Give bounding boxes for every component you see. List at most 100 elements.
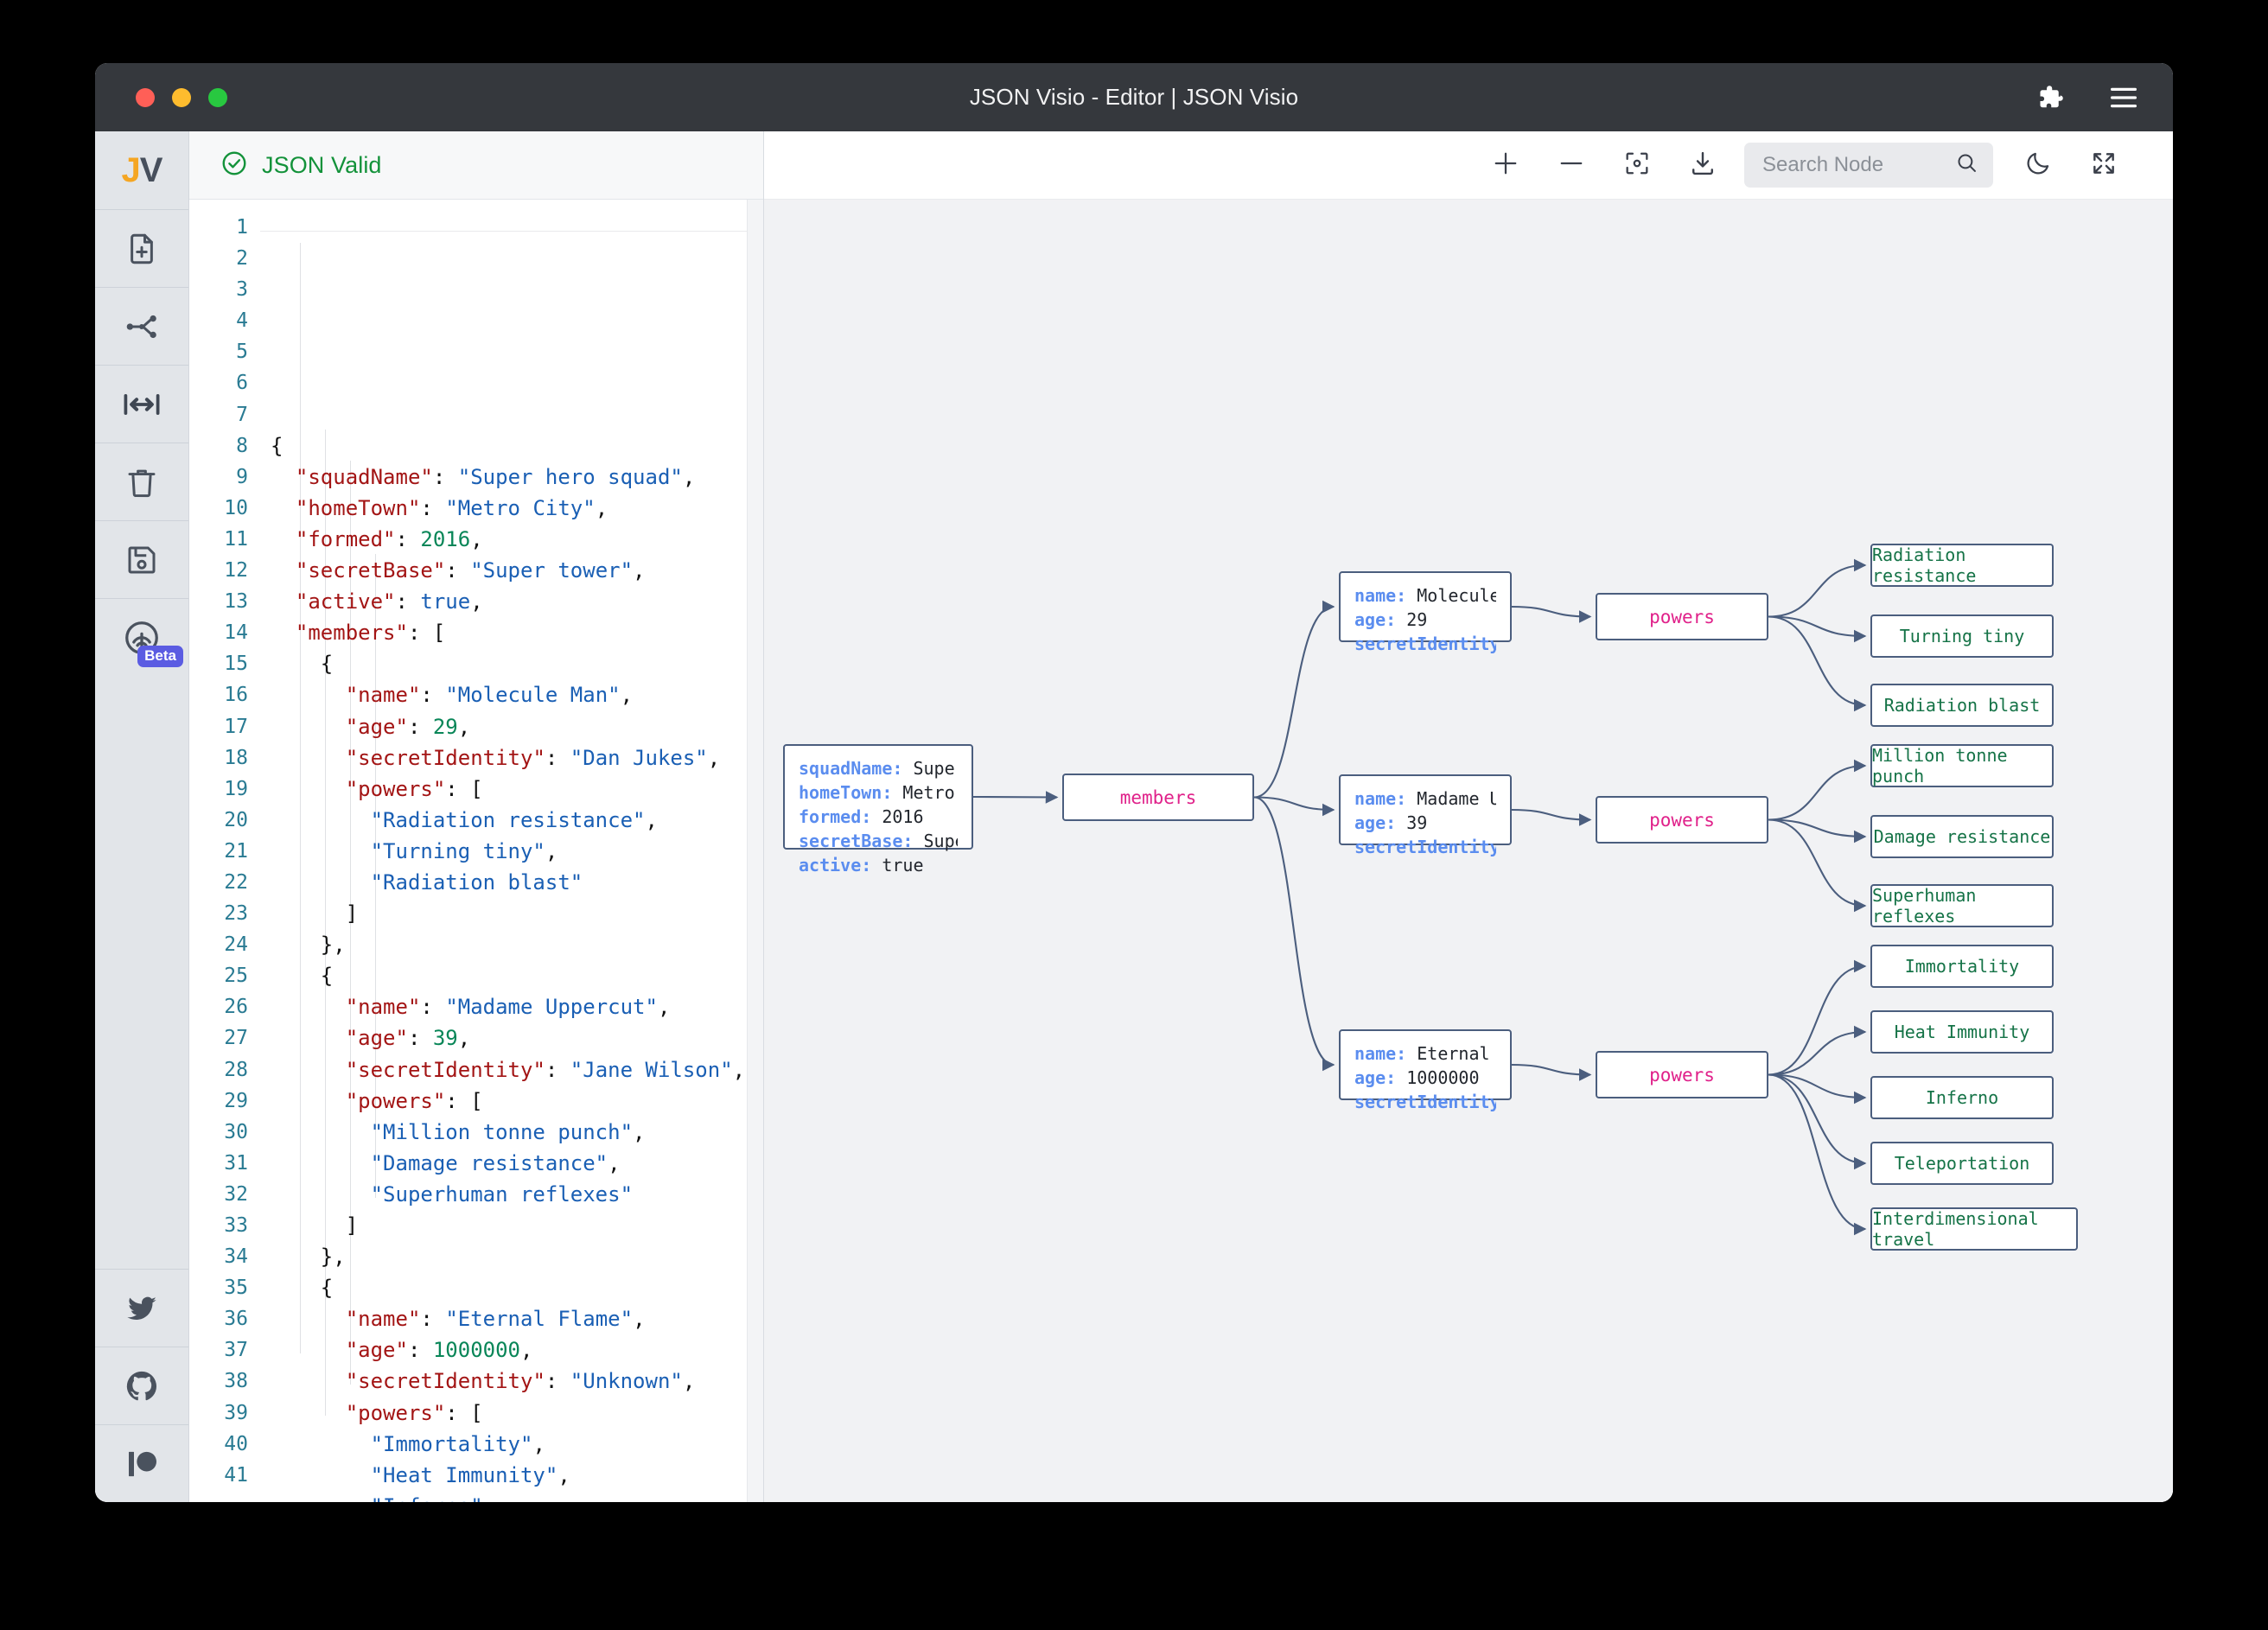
line-number: 11	[224, 527, 248, 551]
graph-edge	[1768, 818, 1867, 844]
node-label: powers	[1649, 1064, 1715, 1086]
sidebar-item-fit-width[interactable]	[95, 365, 188, 443]
graph-node-members[interactable]: members	[1062, 774, 1254, 821]
sidebar-item-twitter[interactable]	[95, 1269, 188, 1347]
line-number: 22	[224, 870, 248, 894]
graph-node-leaf[interactable]: Radiation resistance	[1870, 544, 2054, 587]
line-number: 31	[224, 1151, 248, 1175]
node-row-key: age:	[1354, 1067, 1407, 1088]
window-title: JSON Visio - Editor | JSON Visio	[969, 84, 1299, 110]
code-line: "age": 39,	[345, 1026, 471, 1051]
zoom-out-button[interactable]	[1539, 139, 1604, 191]
node-row: active: true	[799, 853, 958, 877]
json-valid-label: JSON Valid	[262, 151, 382, 178]
code-line: },	[271, 933, 346, 958]
node-label: Heat Immunity	[1894, 1022, 2030, 1042]
line-number: 34	[224, 1245, 248, 1269]
node-label: powers	[1649, 809, 1715, 831]
graph-node-leaf[interactable]: Damage resistance	[1870, 815, 2054, 858]
sidebar-item-share-graph[interactable]	[95, 287, 188, 365]
sidebar-item-save-json[interactable]	[95, 520, 188, 598]
node-row: homeTown: Metro City	[799, 780, 958, 805]
line-number: 30	[224, 1120, 248, 1143]
node-row-value: Metro City	[902, 782, 958, 803]
graph-node-leaf[interactable]: Interdimensional travel	[1870, 1207, 2078, 1251]
editor-scrollbar[interactable]	[747, 200, 763, 1502]
fullscreen-button[interactable]	[2071, 139, 2137, 191]
code-line: "members": [	[295, 621, 446, 646]
node-row-key: secretBase:	[799, 831, 924, 851]
line-number: 21	[224, 839, 248, 863]
line-number: 32	[224, 1182, 248, 1206]
expand-icon	[2090, 150, 2118, 181]
hamburger-menu-icon[interactable]	[2111, 86, 2137, 109]
beta-badge: Beta	[137, 646, 183, 667]
code-line: "Turning tiny",	[370, 838, 558, 863]
line-number: 26	[224, 996, 248, 1019]
sidebar-item-clear-json[interactable]	[95, 443, 188, 520]
sidebar-item-new-document[interactable]	[95, 209, 188, 287]
graph-node-leaf[interactable]: Immortality	[1870, 945, 2054, 988]
download-button[interactable]	[1670, 139, 1736, 191]
minimize-button[interactable]	[172, 87, 191, 107]
close-button[interactable]	[136, 87, 155, 107]
graph-node-member[interactable]: name: Molecule Manage: 29secretIdentity:…	[1339, 571, 1512, 654]
graph-node-member[interactable]: name: Madame Uppercutage: 39secretIdenti…	[1339, 774, 1512, 857]
graph-node-member[interactable]: name: Eternal Flameage: 1000000secretIde…	[1339, 1029, 1512, 1112]
line-number: 14	[224, 621, 248, 645]
node-row: squadName: Super hero…	[799, 756, 958, 780]
search-input[interactable]	[1761, 152, 1946, 178]
graph-node-leaf[interactable]: Million tonne punch	[1870, 744, 2054, 787]
theme-toggle-button[interactable]	[2005, 139, 2071, 191]
puzzle-icon[interactable]	[2038, 85, 2064, 111]
sidebar-rail: JV	[95, 131, 189, 1502]
editor-status-bar: JSON Valid	[189, 131, 763, 200]
search-icon[interactable]	[1955, 151, 1978, 179]
code-line: ]	[271, 1213, 359, 1238]
graph-canvas[interactable]: squadName: Super hero…homeTown: Metro Ci…	[764, 200, 2173, 1502]
graph-node-leaf[interactable]: Turning tiny	[1870, 614, 2054, 658]
code-line: "Million tonne punch",	[370, 1119, 646, 1144]
graph-node-leaf[interactable]: Inferno	[1870, 1076, 2054, 1119]
search-node-box[interactable]	[1744, 143, 1993, 188]
graph-node-leaf[interactable]: Heat Immunity	[1870, 1010, 2054, 1054]
graph-node-powers[interactable]: powers	[1596, 1051, 1768, 1098]
node-label: Radiation blast	[1883, 695, 2041, 716]
code-text[interactable]: { "squadName": "Super hero squad", "home…	[260, 200, 763, 1502]
code-line: "Damage resistance",	[370, 1150, 621, 1175]
download-icon	[1688, 149, 1717, 182]
sidebar-item-github[interactable]	[95, 1347, 188, 1424]
node-row: age: 39	[1354, 811, 1496, 835]
graph-node-leaf[interactable]: Superhuman reflexes	[1870, 884, 2054, 927]
zoom-in-button[interactable]	[1473, 139, 1539, 191]
window-right-actions	[2038, 85, 2137, 111]
graph-pane: squadName: Super hero…homeTown: Metro Ci…	[764, 131, 2173, 1502]
code-line: "secretIdentity": "Unknown",	[345, 1369, 696, 1394]
graph-node-powers[interactable]: powers	[1596, 796, 1768, 844]
line-number: 33	[224, 1214, 248, 1237]
line-number: 5	[236, 341, 248, 364]
sidebar-item-cloud-save[interactable]: Beta	[95, 598, 188, 676]
patreon-icon	[124, 1447, 159, 1481]
arrows-horizontal-icon	[123, 387, 161, 422]
graph-edge	[1768, 1073, 1867, 1170]
sidebar-item-patreon[interactable]	[95, 1424, 188, 1502]
graph-node-powers[interactable]: powers	[1596, 593, 1768, 640]
app-logo[interactable]: JV	[95, 131, 188, 209]
line-number: 15	[224, 653, 248, 676]
graph-node-root[interactable]: squadName: Super hero…homeTown: Metro Ci…	[783, 744, 973, 875]
graph-toolbar	[764, 131, 2173, 200]
line-number: 39	[224, 1401, 248, 1424]
graph-edge	[1511, 808, 1592, 826]
node-row-value: 29	[1406, 609, 1428, 630]
code-line: "Inferno",	[271, 1491, 763, 1502]
graph-edge	[1768, 959, 1867, 1076]
node-row-key: age:	[1354, 609, 1407, 630]
indent-guide	[325, 430, 326, 1416]
graph-node-leaf[interactable]: Teleportation	[1870, 1142, 2054, 1185]
maximize-button[interactable]	[208, 87, 227, 107]
center-view-button[interactable]	[1604, 139, 1670, 191]
graph-node-leaf[interactable]: Radiation blast	[1870, 684, 2054, 727]
